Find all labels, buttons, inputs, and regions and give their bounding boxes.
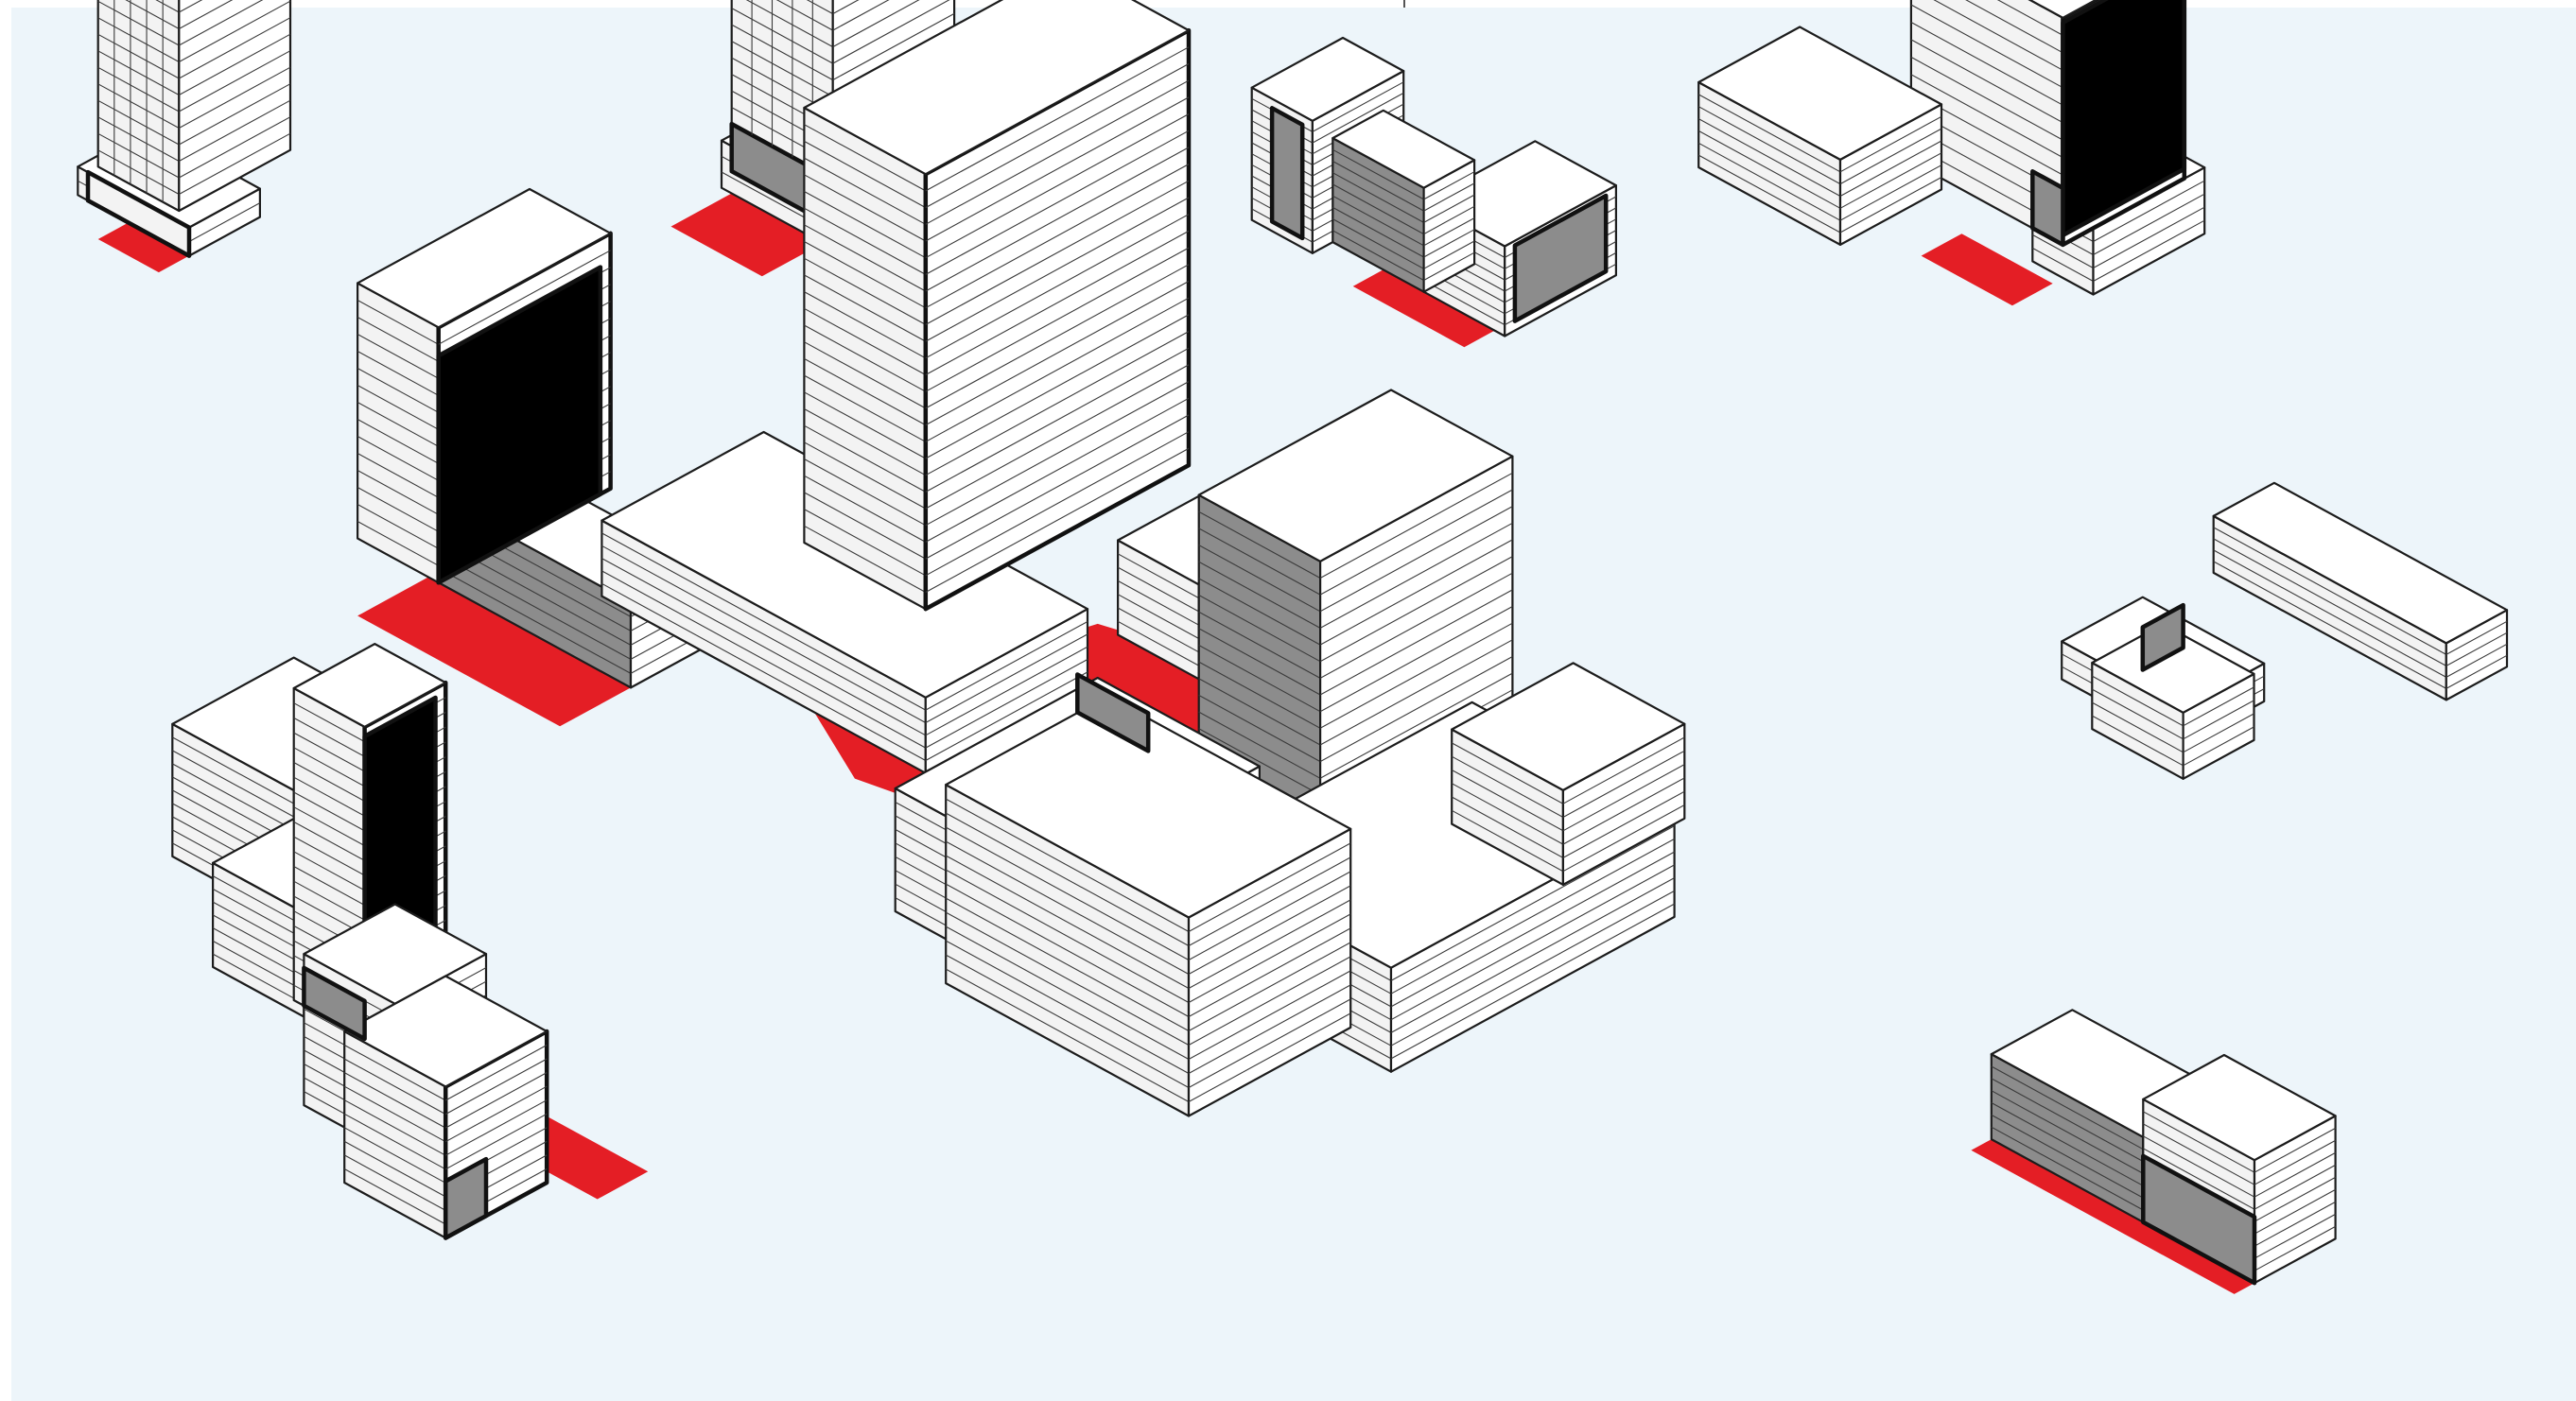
frontage-strip [1272,108,1302,238]
box-left-face [357,284,439,583]
